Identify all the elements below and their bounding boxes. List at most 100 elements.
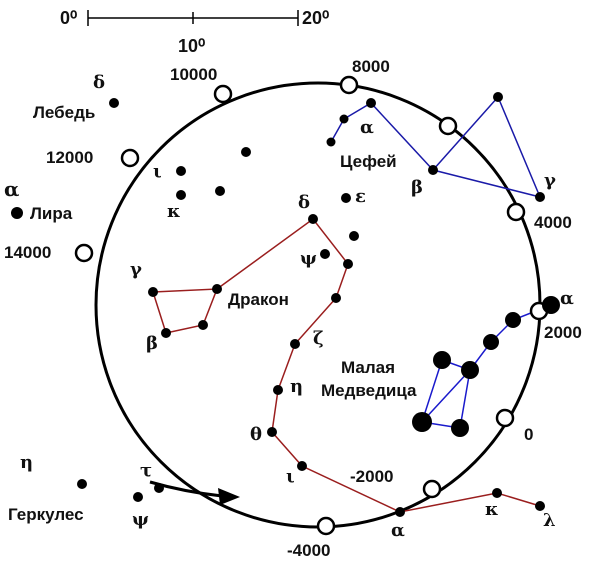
star-cepheus xyxy=(326,137,336,147)
star-polaris xyxy=(542,296,560,314)
star-ursa-minor xyxy=(433,351,451,369)
star-ursa-minor xyxy=(451,419,469,437)
label-draco-epsilon: ε xyxy=(355,186,366,207)
star-draco xyxy=(343,259,353,269)
ursa-minor-name-line2: Медведица xyxy=(321,381,417,400)
year-marker-circles xyxy=(74,75,549,536)
star-kappa xyxy=(492,488,502,498)
label-kappa: κ xyxy=(167,201,181,222)
hercules-name: Геркулес xyxy=(8,505,84,524)
year-label-10000: 10000 xyxy=(170,65,217,84)
year-label-minus-2000: -2000 xyxy=(350,467,393,486)
star-kappa xyxy=(176,190,186,200)
star-cepheus-beta xyxy=(428,165,438,175)
year-marker-14000 xyxy=(74,243,94,263)
label-lyra-alpha: α xyxy=(4,177,19,201)
label-draco-delta: δ xyxy=(298,192,310,213)
label-cepheus-gamma: γ xyxy=(544,170,556,191)
direction-arrow xyxy=(149,480,240,505)
star-cepheus xyxy=(493,92,503,102)
year-label-4000: 4000 xyxy=(534,213,572,232)
label-hercules-psi: ψ xyxy=(132,509,149,530)
label-hercules-eta: η xyxy=(20,452,33,473)
year-marker-6000 xyxy=(438,116,458,136)
star-cepheus xyxy=(339,114,349,124)
label-ursa-minor-alpha: α xyxy=(560,288,574,309)
year-label-2000: 2000 xyxy=(544,323,582,342)
star xyxy=(241,147,251,157)
year-marker-8000 xyxy=(339,75,359,95)
star-hercules-psi xyxy=(133,492,143,502)
cygnus-name: Лебедь xyxy=(33,103,95,122)
label-cepheus-beta: β xyxy=(411,177,423,198)
label-draco-gamma: γ xyxy=(130,259,142,280)
label-lambda: λ xyxy=(543,510,556,531)
star-cepheus-gamma xyxy=(535,192,545,202)
year-marker-minus-2000 xyxy=(422,479,442,499)
year-label-14000: 14000 xyxy=(4,243,51,262)
year-marker-0 xyxy=(495,408,515,428)
label-draco-beta: β xyxy=(146,333,158,354)
star-draco-psi xyxy=(320,249,330,259)
draco-name: Дракон xyxy=(228,290,289,309)
year-marker-10000 xyxy=(213,84,233,104)
year-marker-minus-4000 xyxy=(316,516,336,536)
star xyxy=(215,186,225,196)
year-labels: 10000 8000 12000 14000 4000 2000 0 -2000… xyxy=(4,57,582,560)
year-label-12000: 12000 xyxy=(46,148,93,167)
scale-label-10: 10⁰ xyxy=(178,36,205,56)
cepheus-name: Цефей xyxy=(340,152,397,171)
star-cygnus-delta xyxy=(109,98,119,108)
angle-scale: 0⁰ 10⁰ 20⁰ xyxy=(60,8,329,56)
precession-circle xyxy=(94,81,542,529)
label-cygnus-delta: δ xyxy=(93,72,105,93)
star-draco-gamma xyxy=(148,287,158,297)
star-iota xyxy=(176,166,186,176)
star-ursa-minor xyxy=(483,334,499,350)
label-draco-zeta: ζ xyxy=(313,328,324,349)
star-draco-iota xyxy=(297,461,307,471)
cepheus-lines xyxy=(330,95,542,199)
year-label-8000: 8000 xyxy=(352,57,390,76)
year-label-0: 0 xyxy=(524,425,533,444)
star-draco xyxy=(198,320,208,330)
scale-label-0: 0⁰ xyxy=(60,8,77,28)
label-draco-theta: θ xyxy=(250,424,262,445)
ursa-minor-name-line1: Малая xyxy=(341,358,395,377)
star-draco-epsilon xyxy=(341,193,351,203)
star-cepheus-alpha xyxy=(366,98,376,108)
lyra-name: Лира xyxy=(30,204,73,223)
star-draco xyxy=(331,293,341,303)
star-draco-zeta xyxy=(290,339,300,349)
star-ursa-minor xyxy=(461,361,479,379)
star-draco-beta xyxy=(161,328,171,338)
star-draco-theta xyxy=(267,427,277,437)
star-draco xyxy=(212,284,222,294)
constellation-names: Лебедь Лира Цефей Дракон Малая Медведица… xyxy=(8,103,417,524)
stars xyxy=(11,92,560,517)
greek-star-labels: δ α α β γ δ ε ψ γ β ζ η θ ι ι κ α α κ λ … xyxy=(4,72,574,541)
star-thuban xyxy=(395,507,405,517)
label-cepheus-alpha: α xyxy=(360,117,374,138)
star-hercules-tau xyxy=(154,483,164,493)
star-draco-eta xyxy=(273,385,283,395)
star-ursa-minor xyxy=(505,312,521,328)
label-draco-iota: ι xyxy=(286,466,295,487)
star-ursa-minor xyxy=(412,412,432,432)
label-iota: ι xyxy=(153,161,162,182)
label-alpha: α xyxy=(391,520,405,541)
label-kappa-lower: κ xyxy=(485,499,499,520)
label-hercules-tau: τ xyxy=(140,460,152,481)
label-draco-psi: ψ xyxy=(300,248,317,269)
year-marker-4000 xyxy=(506,202,526,222)
star xyxy=(349,231,359,241)
scale-label-20: 20⁰ xyxy=(302,8,329,28)
star-vega xyxy=(11,207,23,219)
label-draco-eta: η xyxy=(290,376,303,397)
star-lambda xyxy=(535,501,545,511)
star-draco-delta xyxy=(308,214,318,224)
year-label-minus-4000: -4000 xyxy=(287,541,330,560)
star-hercules xyxy=(77,479,87,489)
